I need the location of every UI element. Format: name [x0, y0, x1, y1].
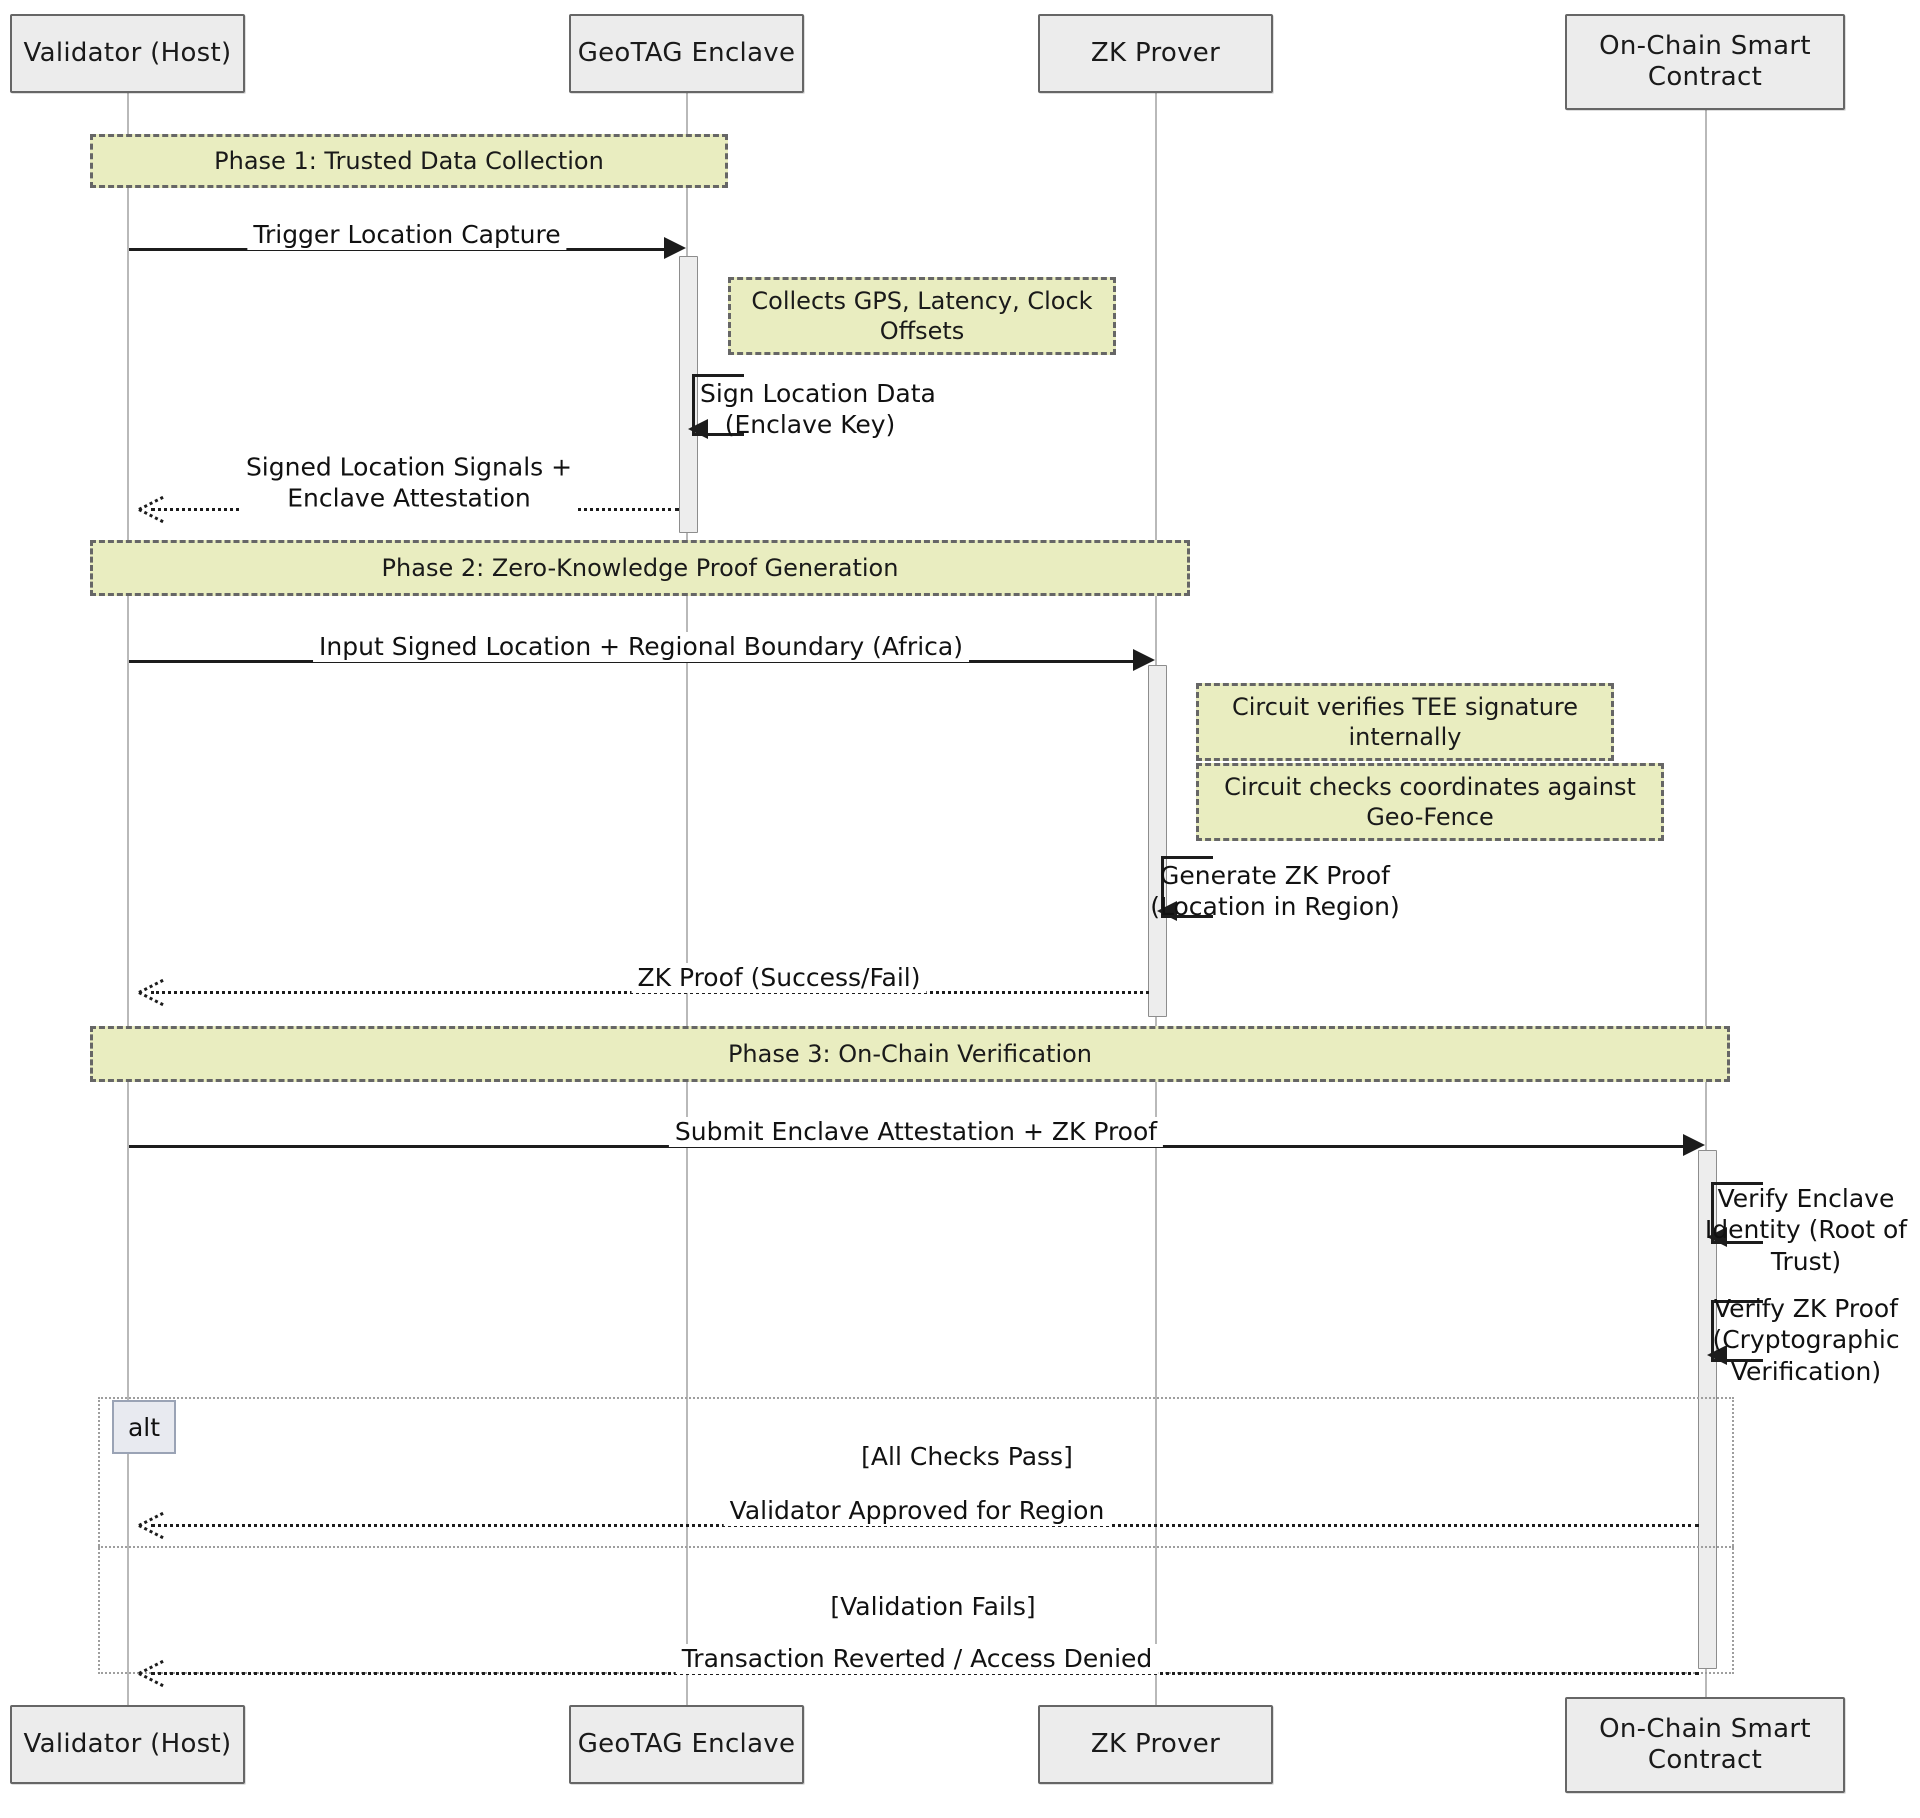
self-message-generate-zk-proof	[1157, 856, 1213, 921]
phase-label: Phase 1: Trusted Data Collection	[214, 147, 604, 175]
note-label: Circuit verifies TEE signature internall…	[1231, 693, 1579, 751]
self-message-label-verify-proof: Verify ZK Proof (Cryptographic Verificat…	[1700, 1293, 1912, 1387]
note-label: Circuit checks coordinates against Geo-F…	[1224, 773, 1636, 831]
participant-contract-top[interactable]: On-Chain Smart Contract	[1565, 14, 1845, 110]
message-label: Transaction Reverted / Access Denied	[675, 1644, 1159, 1674]
arrowhead-left-open-icon	[139, 978, 165, 1004]
arrowhead-left-open-icon	[139, 495, 165, 521]
self-message-label-verify-identity: Verify Enclave Identity (Root of Trust)	[1700, 1183, 1912, 1277]
participant-contract-bottom[interactable]: On-Chain Smart Contract	[1565, 1697, 1845, 1793]
self-message-line-top	[692, 374, 744, 377]
self-message-line-bottom	[1711, 1359, 1763, 1362]
message-label: ZK Proof (Success/Fail)	[631, 963, 927, 993]
self-message-label-line2: (Cryptographic	[1712, 1325, 1900, 1355]
self-message-line-side	[1711, 1185, 1714, 1241]
phase-banner-3: Phase 3: On-Chain Verification	[90, 1026, 1730, 1082]
participant-label: ZK Prover	[1090, 1729, 1221, 1760]
arrowhead-left-open-icon	[139, 1659, 165, 1685]
activation-bar-enclave	[679, 256, 698, 533]
self-message-label-sign: Sign Location Data (Enclave Key)	[700, 378, 936, 441]
note-circuit-checks-geofence: Circuit checks coordinates against Geo-F…	[1196, 763, 1664, 841]
phase-label: Phase 2: Zero-Knowledge Proof Generation	[381, 554, 899, 582]
self-message-label-line2: (Location in Region)	[1150, 892, 1400, 922]
self-message-line-bottom	[1711, 1241, 1763, 1244]
participant-prover-bottom[interactable]: ZK Prover	[1038, 1705, 1273, 1784]
self-message-label-line1: Verify Enclave	[1717, 1184, 1895, 1213]
self-message-label-line3: Verification)	[1730, 1356, 1882, 1386]
arrowhead-left-icon	[1157, 901, 1177, 921]
message-label: Input Signed Location + Regional Boundar…	[313, 632, 969, 662]
participant-validator-bottom[interactable]: Validator (Host)	[10, 1705, 245, 1784]
self-message-line-side	[1711, 1303, 1714, 1359]
participant-label: ZK Prover	[1090, 38, 1221, 69]
participant-label: GeoTAG Enclave	[577, 1729, 796, 1760]
message-label: Signed Location Signals + Enclave Attest…	[239, 451, 579, 514]
self-message-line-bottom	[692, 433, 744, 436]
self-message-line-bottom	[1161, 915, 1213, 918]
phase-label: Phase 3: On-Chain Verification	[727, 1040, 1093, 1068]
participant-label: On-Chain Smart Contract	[1599, 31, 1811, 92]
participant-label: Validator (Host)	[23, 1729, 232, 1760]
arrowhead-left-open-icon	[139, 1511, 165, 1537]
arrowhead-right-icon	[664, 237, 686, 259]
participant-label: GeoTAG Enclave	[577, 38, 796, 69]
lifeline-validator	[127, 93, 129, 1705]
message-label-line1: Signed Location Signals +	[245, 452, 573, 482]
participant-label: On-Chain Smart Contract	[1599, 1714, 1811, 1775]
note-collects-gps: Collects GPS, Latency, Clock Offsets	[728, 277, 1116, 355]
self-message-verify-enclave-identity	[1707, 1182, 1763, 1247]
participant-enclave-bottom[interactable]: GeoTAG Enclave	[569, 1705, 804, 1784]
participant-prover-top[interactable]: ZK Prover	[1038, 14, 1273, 93]
self-message-line-side	[1161, 859, 1164, 915]
participant-enclave-top[interactable]: GeoTAG Enclave	[569, 14, 804, 93]
alt-branch-divider	[98, 1546, 1734, 1548]
alt-tag: alt	[112, 1400, 176, 1454]
self-message-line-side	[692, 377, 695, 433]
self-message-label-generate: Generate ZK Proof (Location in Region)	[1150, 860, 1400, 923]
phase-banner-2: Phase 2: Zero-Knowledge Proof Generation	[90, 540, 1190, 596]
note-circuit-verifies-tee: Circuit verifies TEE signature internall…	[1196, 683, 1614, 761]
self-message-sign-location-data	[688, 374, 744, 439]
self-message-label-line3: Trust)	[1770, 1246, 1842, 1276]
self-message-line-top	[1161, 856, 1213, 859]
arrowhead-left-icon	[1707, 1227, 1727, 1247]
phase-banner-1: Phase 1: Trusted Data Collection	[90, 134, 728, 188]
arrowhead-left-icon	[688, 419, 708, 439]
participant-label: Validator (Host)	[23, 38, 232, 69]
message-label: Trigger Location Capture	[247, 220, 567, 250]
activation-bar-prover	[1148, 665, 1167, 1017]
arrowhead-left-icon	[1707, 1345, 1727, 1365]
message-label-line2: Enclave Attestation	[287, 483, 531, 513]
self-message-label-line2: Identity (Root of	[1704, 1215, 1908, 1245]
self-message-label-line1: Verify ZK Proof	[1713, 1294, 1899, 1323]
lifeline-enclave	[686, 93, 688, 1705]
lifeline-contract	[1705, 110, 1707, 1705]
self-message-line-top	[1711, 1300, 1763, 1303]
self-message-label-line2: (Enclave Key)	[724, 410, 896, 440]
alt-fragment	[98, 1397, 1734, 1674]
alt-condition-fail: [Validation Fails]	[830, 1592, 1036, 1621]
self-message-verify-zk-proof	[1707, 1300, 1763, 1365]
message-label: Validator Approved for Region	[723, 1496, 1111, 1526]
message-label: Submit Enclave Attestation + ZK Proof	[668, 1117, 1164, 1147]
note-label: Collects GPS, Latency, Clock Offsets	[751, 287, 1093, 345]
participant-validator-top[interactable]: Validator (Host)	[10, 14, 245, 93]
self-message-label-line1: Generate ZK Proof	[1160, 861, 1390, 890]
self-message-line-top	[1711, 1182, 1763, 1185]
self-message-label-line1: Sign Location Data	[700, 379, 936, 408]
alt-condition-pass: [All Checks Pass]	[861, 1442, 1073, 1471]
activation-bar-contract	[1698, 1150, 1717, 1669]
